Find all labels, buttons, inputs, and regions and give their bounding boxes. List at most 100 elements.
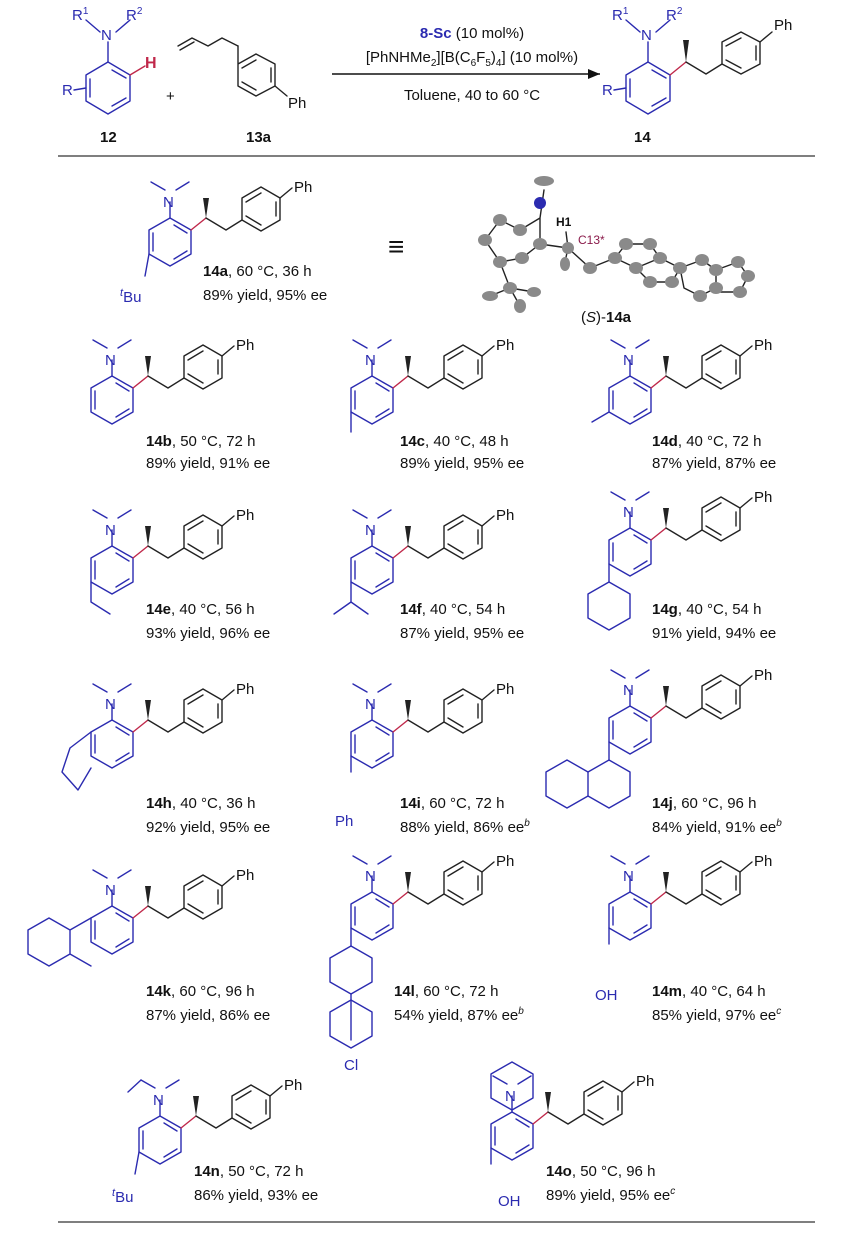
structure-14c: N Ph <box>350 337 514 433</box>
entry-14h-title: 14h, 40 °C, 36 h <box>146 795 255 812</box>
entry-14k-yield: 87% yield, 86% ee <box>146 1007 270 1024</box>
substituent-Cl: Cl <box>344 1057 358 1074</box>
entry-14j-title: 14j, 60 °C, 96 h <box>652 795 756 812</box>
entry-14i-title: 14i, 60 °C, 72 h <box>400 795 504 812</box>
entry-14d-yield: 87% yield, 87% ee <box>652 455 776 472</box>
arrow-head <box>588 69 600 79</box>
catalyst-text: 8-Sc (10 mol%) <box>420 25 524 42</box>
atom-Ph: Ph <box>284 1077 302 1094</box>
structure-14g: N Ph <box>587 489 772 631</box>
entry-14m-title: 14m, 40 °C, 64 h <box>652 983 766 1000</box>
atom-Ph: Ph <box>288 95 306 112</box>
structure-14m: N Ph OH <box>595 853 772 1004</box>
entry-14g-yield: 91% yield, 94% ee <box>652 625 776 642</box>
atom-N: N <box>641 27 652 44</box>
substituent-R1: R1 <box>72 6 89 24</box>
structure-14a: N Ph tBu <box>120 179 312 306</box>
entry-14e-yield: 93% yield, 96% ee <box>146 625 270 642</box>
atom-Ph: Ph <box>236 867 254 884</box>
entry-14n-title: 14n, 50 °C, 72 h <box>194 1163 303 1180</box>
reactant-12-structure: N R1 R2 R H <box>62 6 157 115</box>
atom-N: N <box>623 352 634 369</box>
atom-Ph: Ph <box>774 17 792 34</box>
atom-N: N <box>365 868 376 885</box>
entry-14j-yield: 84% yield, 91% eeb <box>652 818 782 836</box>
structure-14b: N Ph <box>90 337 254 425</box>
substituent-tBu: tBu <box>112 1187 133 1206</box>
atom-N: N <box>105 522 116 539</box>
atom-N: N <box>101 27 112 44</box>
entry-14e-title: 14e, 40 °C, 56 h <box>146 601 255 618</box>
atom-N: N <box>365 522 376 539</box>
substituent-R: R <box>62 82 73 99</box>
substituent-OH: OH <box>595 987 618 1004</box>
reactant-13a-label: 13a <box>246 129 272 146</box>
entry-14f-yield: 87% yield, 95% ee <box>400 625 524 642</box>
structure-14n: N Ph tBu <box>112 1077 302 1206</box>
atom-Ph: Ph <box>636 1073 654 1090</box>
substituent-Ph: Ph <box>335 813 353 830</box>
atom-Ph: Ph <box>294 179 312 196</box>
plus-sign: + <box>166 88 175 105</box>
structure-14j: N Ph <box>545 667 772 809</box>
atom-Ph: Ph <box>496 337 514 354</box>
structure-14d: N Ph <box>591 337 772 425</box>
xray-caption: (S)-14a <box>581 309 632 326</box>
entry-14l-title: 14l, 60 °C, 72 h <box>394 983 498 1000</box>
atom-Ph: Ph <box>236 681 254 698</box>
substituent-R: R <box>602 82 613 99</box>
structure-14e: N Ph <box>90 507 254 615</box>
product-14-structure: N R1 R2 R Ph <box>602 6 792 115</box>
substituent-R1: R1 <box>612 6 629 24</box>
atom-Ph: Ph <box>754 489 772 506</box>
structure-14f: N Ph <box>333 507 514 615</box>
atom-Ph: Ph <box>496 507 514 524</box>
atom-Ph: Ph <box>496 681 514 698</box>
entry-14d-title: 14d, 40 °C, 72 h <box>652 433 761 450</box>
atom-N: N <box>623 868 634 885</box>
product-14-label: 14 <box>634 129 651 146</box>
reactive-hydrogen: H <box>145 55 157 72</box>
structure-14i: N Ph Ph <box>335 681 514 830</box>
atom-Ph: Ph <box>236 507 254 524</box>
atom-N: N <box>105 696 116 713</box>
atom-N: N <box>163 194 174 211</box>
reactant-13a-structure: Ph <box>177 37 306 112</box>
atom-C13: C13* <box>578 233 605 247</box>
substituent-tBu: tBu <box>120 287 141 306</box>
atom-Ph: Ph <box>754 667 772 684</box>
structure-14l: N Ph Cl <box>329 853 514 1074</box>
atom-Ph: Ph <box>754 337 772 354</box>
entry-14l-yield: 54% yield, 87% eeb <box>394 1006 524 1024</box>
atom-Ph: Ph <box>236 337 254 354</box>
entry-14h-yield: 92% yield, 95% ee <box>146 819 270 836</box>
atom-N: N <box>105 352 116 369</box>
structure-14h: N Ph <box>61 681 254 791</box>
entry-14o-title: 14o, 50 °C, 96 h <box>546 1163 655 1180</box>
atom-N: N <box>153 1092 164 1109</box>
entry-14c-title: 14c, 40 °C, 48 h <box>400 433 509 450</box>
entry-14m-yield: 85% yield, 97% eec <box>652 1006 781 1024</box>
entry-14i-yield: 88% yield, 86% eeb <box>400 818 530 836</box>
reactant-12-label: 12 <box>100 129 117 146</box>
atom-N: N <box>623 682 634 699</box>
entry-14k-title: 14k, 60 °C, 96 h <box>146 983 255 1000</box>
entry-14a-title: 14a, 60 °C, 36 h <box>203 263 312 280</box>
entry-14c-yield: 89% yield, 95% ee <box>400 455 524 472</box>
entry-14g-title: 14g, 40 °C, 54 h <box>652 601 761 618</box>
atom-N: N <box>365 696 376 713</box>
atom-N: N <box>623 504 634 521</box>
entry-14n-yield: 86% yield, 93% ee <box>194 1187 318 1204</box>
cocatalyst-text: [PhNHMe2][B(C6F5)4] (10 mol%) <box>366 49 578 69</box>
entry-14o-yield: 89% yield, 95% eec <box>546 1186 675 1204</box>
structure-14k: N Ph <box>27 867 254 967</box>
entry-14f-title: 14f, 40 °C, 54 h <box>400 601 505 618</box>
atom-N: N <box>105 882 116 899</box>
substituent-OH: OH <box>498 1193 521 1210</box>
entry-14b-title: 14b, 50 °C, 72 h <box>146 433 255 450</box>
equivalence-symbol: ≡ <box>388 231 404 262</box>
structure-14o: N Ph OH <box>490 1061 654 1210</box>
atom-N: N <box>505 1088 516 1105</box>
entry-14a-yield: 89% yield, 95% ee <box>203 287 327 304</box>
